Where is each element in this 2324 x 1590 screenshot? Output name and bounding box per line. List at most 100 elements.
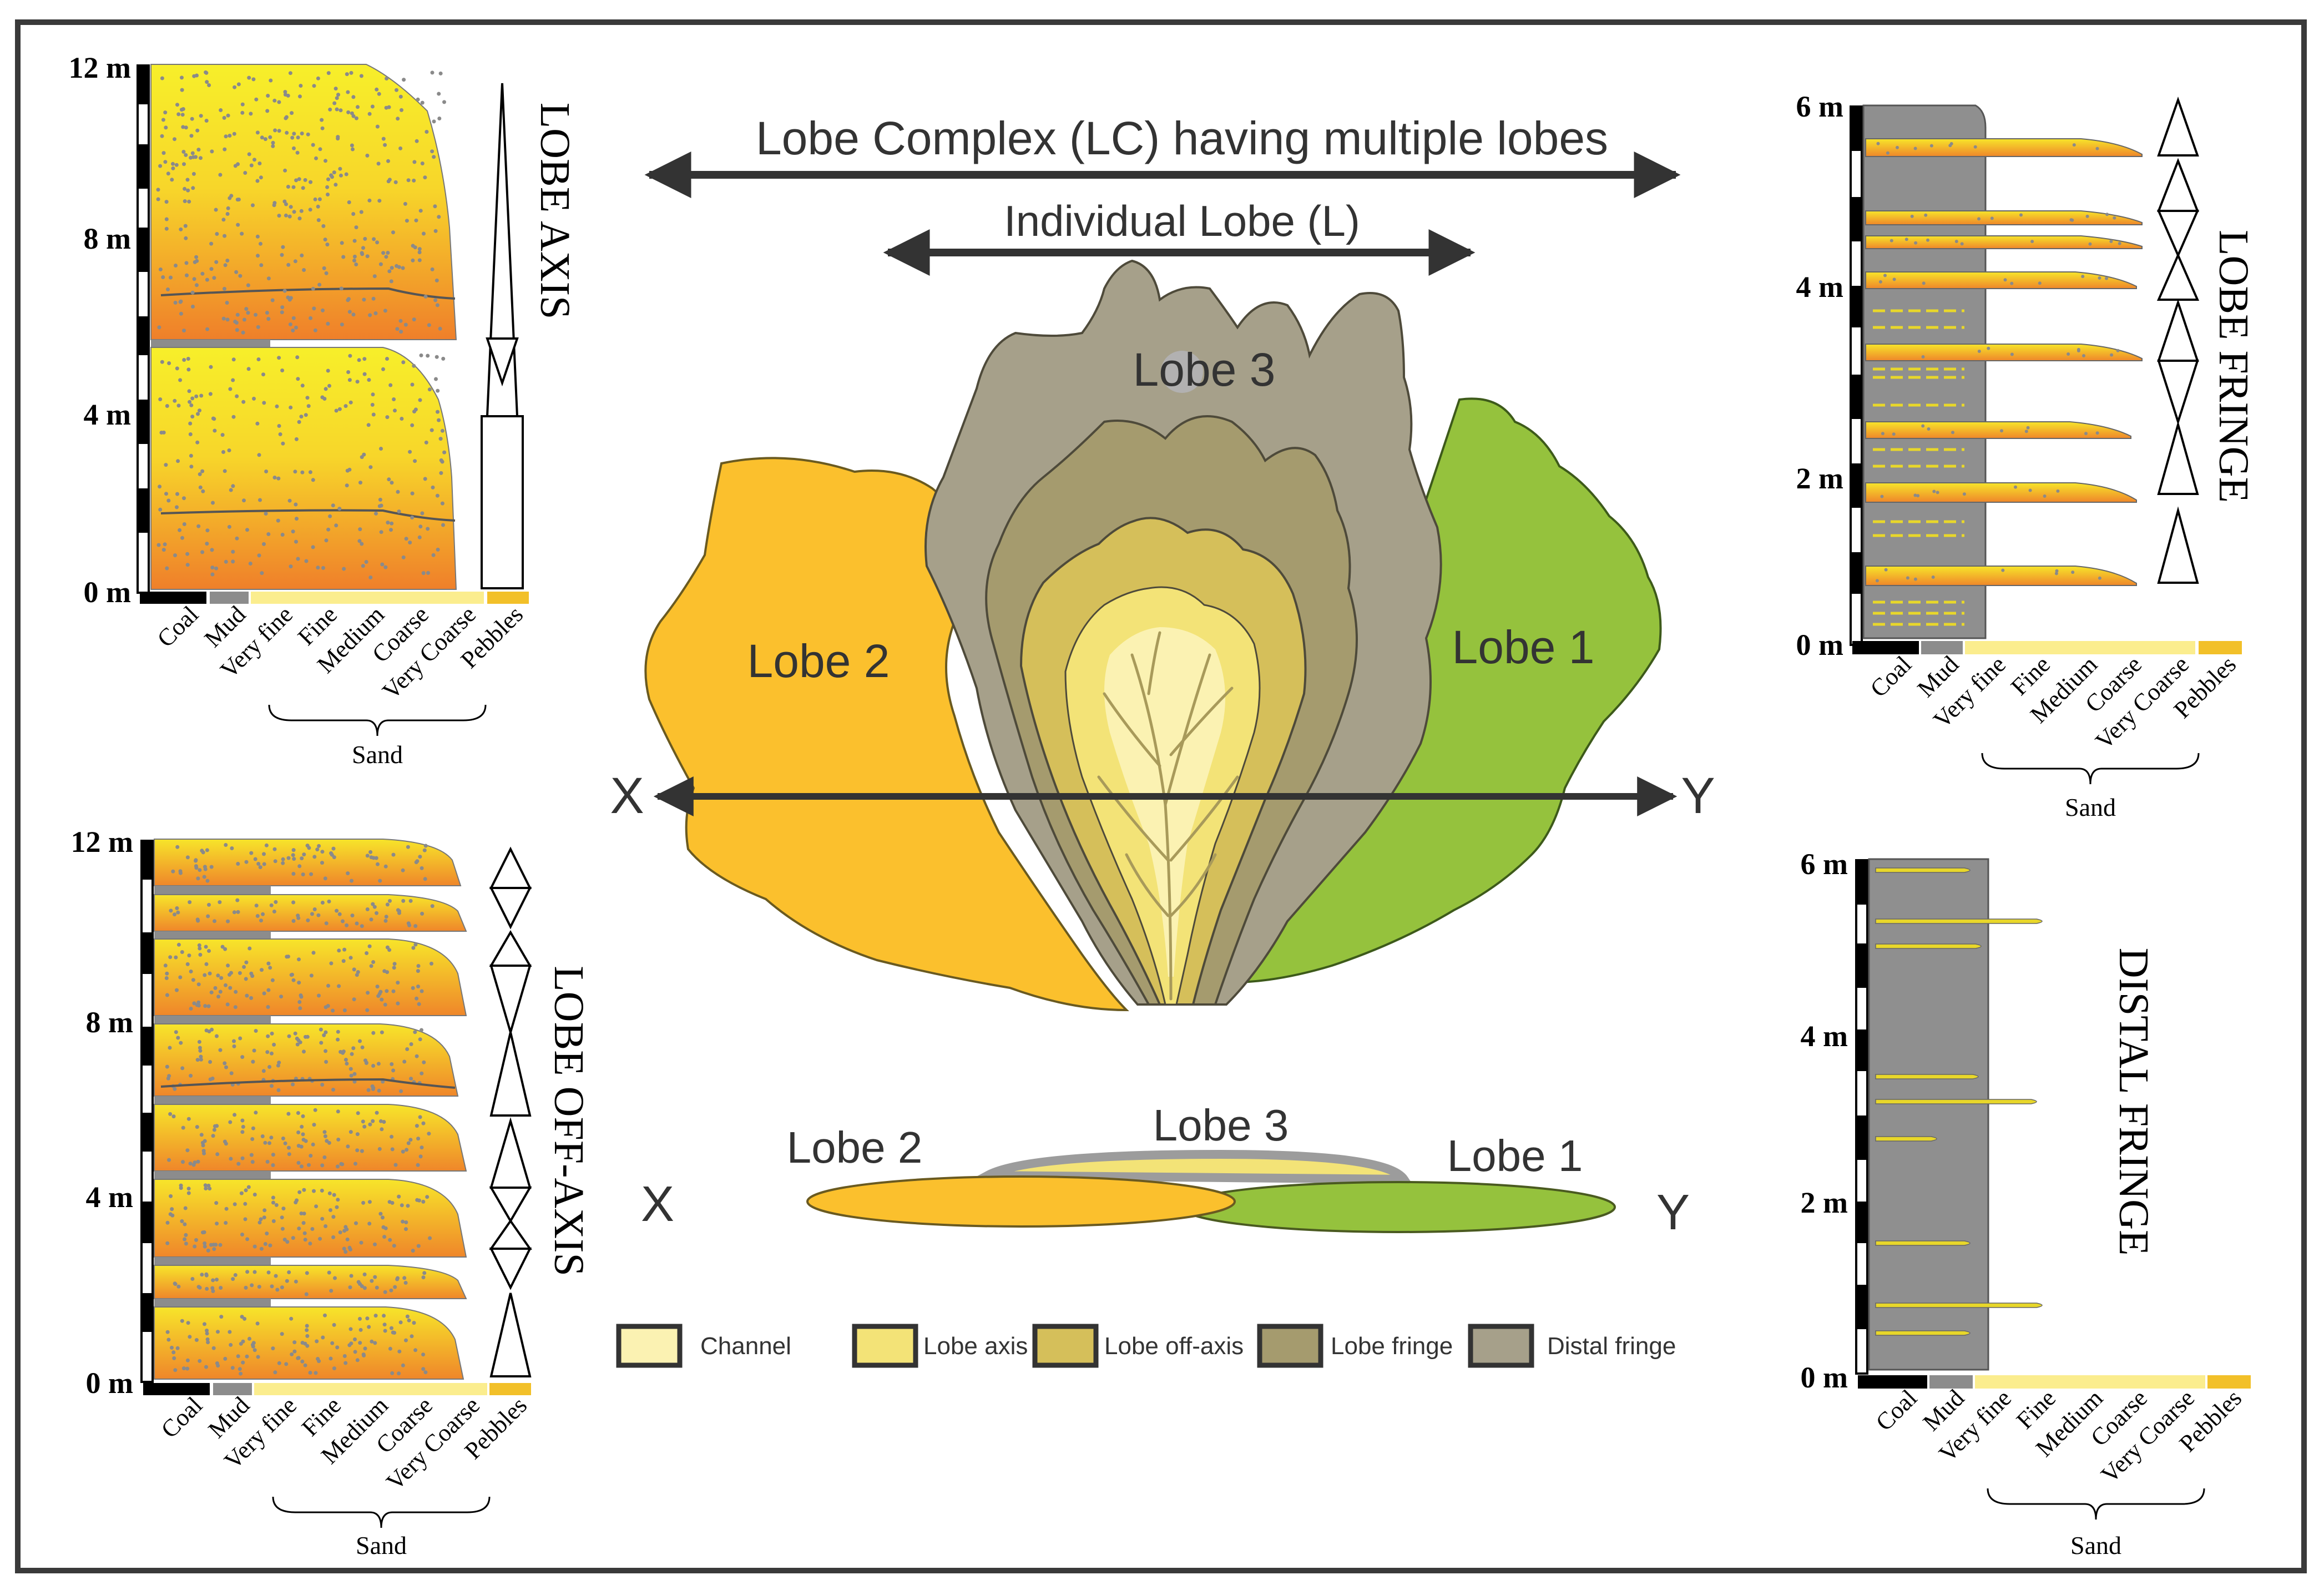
pebble-dot (366, 991, 370, 995)
pebble-dot (289, 973, 294, 977)
pebble-dot (255, 234, 260, 239)
pebble-dot (270, 1031, 274, 1036)
pebble-dot (208, 1187, 212, 1191)
trend-triangle (2157, 420, 2199, 495)
pebble-dot (1932, 489, 1936, 493)
pebble-dot (270, 1084, 274, 1088)
pebble-dot (262, 1215, 266, 1220)
pebble-dot (392, 1244, 396, 1248)
pebble-dot (320, 1188, 324, 1193)
sand-bed (154, 1179, 467, 1258)
pebble-dot (279, 995, 284, 999)
pebble-dot (353, 1337, 357, 1341)
pebble-dot (324, 387, 328, 391)
pebble-dot (195, 259, 199, 263)
pebble-dot (271, 1153, 275, 1157)
pebble-dot (299, 1212, 304, 1215)
pebble-dot (430, 70, 435, 75)
pebble-dot (1954, 240, 1958, 243)
pebble-dot (273, 128, 277, 133)
pebble-dot (233, 1202, 237, 1207)
pebble-dot (381, 137, 386, 141)
pebble-dot (327, 383, 331, 388)
pebble-dot (231, 357, 236, 362)
pebble-dot (415, 1124, 419, 1128)
pebble-dot (251, 1059, 255, 1064)
pebble-dot (397, 911, 401, 915)
pebble-dot (271, 1219, 276, 1223)
pebble-dot (390, 521, 394, 526)
pebble-dot (383, 1226, 388, 1230)
pebble-dot (196, 412, 200, 416)
pebble-dot (182, 358, 186, 362)
pebble-dot (329, 1356, 333, 1361)
trend-triangle (2157, 96, 2199, 157)
pebble-dot (202, 1151, 206, 1155)
pebble-dot (412, 317, 416, 322)
trend-triangle (489, 846, 532, 889)
pebble-dot (395, 327, 400, 331)
pebble-dot (207, 949, 211, 953)
pebble-dot (417, 1002, 421, 1006)
pebble-dot (360, 1149, 364, 1153)
pebble-dot (240, 1315, 244, 1319)
pebble-dot (420, 1028, 423, 1032)
pebble-dot (361, 246, 365, 250)
pebble-dot (304, 559, 309, 563)
pebble-dot (252, 1244, 257, 1249)
pebble-dot (426, 571, 430, 575)
pebble-dot (347, 467, 352, 472)
pebble-dot (291, 1236, 295, 1240)
pebble-dot (175, 906, 179, 910)
pebble-dot (201, 489, 205, 493)
pebble-dot (342, 567, 346, 571)
pebble-dot (371, 1064, 376, 1068)
pebble-dot (400, 417, 404, 421)
mud-interbed (154, 886, 271, 895)
pebble-dot (430, 267, 435, 271)
pebble-dot (322, 266, 326, 270)
trend-triangle (489, 1293, 532, 1377)
pebble-dot (224, 1207, 229, 1211)
pebble-dot (156, 188, 160, 192)
pebble-dot (320, 1217, 325, 1221)
pebble-dot (273, 859, 277, 864)
pebble-dot (309, 1154, 313, 1158)
pebble-dot (309, 872, 314, 876)
pebble-dot (299, 1164, 304, 1169)
pebble-dot (316, 913, 321, 917)
pebble-dot (404, 1338, 408, 1342)
pebble-dot (365, 951, 369, 955)
pebble-dot (2003, 278, 2007, 282)
pebble-dot (1931, 576, 1935, 579)
pebble-dot (247, 1336, 251, 1341)
pebble-dot (233, 1113, 237, 1117)
pebble-dot (418, 855, 422, 859)
pebble-dot (396, 117, 400, 121)
pebble-dot (170, 1345, 174, 1350)
pebble-dot (303, 1238, 307, 1242)
pebble-dot (185, 962, 190, 966)
pebble-dot (196, 876, 200, 881)
legend-label: Lobe axis (923, 1332, 1028, 1360)
pebble-dot (1884, 568, 1888, 572)
pebble-dot (354, 116, 358, 120)
pebble-dot (362, 297, 366, 302)
trend-triangle (489, 1117, 532, 1189)
pebble-dot (2055, 569, 2059, 573)
pebble-dot (374, 856, 378, 860)
pebble-dot (393, 408, 397, 413)
pebble-dot (175, 988, 179, 992)
pebble-dot (322, 1130, 327, 1134)
pebble-dot (223, 1356, 228, 1361)
pebble-dot (386, 521, 390, 525)
pebble-dot (276, 1088, 281, 1092)
pebble-dot (259, 241, 262, 246)
pebble-dot (207, 902, 211, 907)
pebble-dot (175, 505, 179, 509)
pebble-dot (275, 1288, 280, 1292)
tick-6m: 6 m (1801, 847, 1848, 881)
mud-interbed (154, 1016, 271, 1024)
pebble-dot (185, 178, 190, 182)
pebble-dot (438, 71, 443, 75)
